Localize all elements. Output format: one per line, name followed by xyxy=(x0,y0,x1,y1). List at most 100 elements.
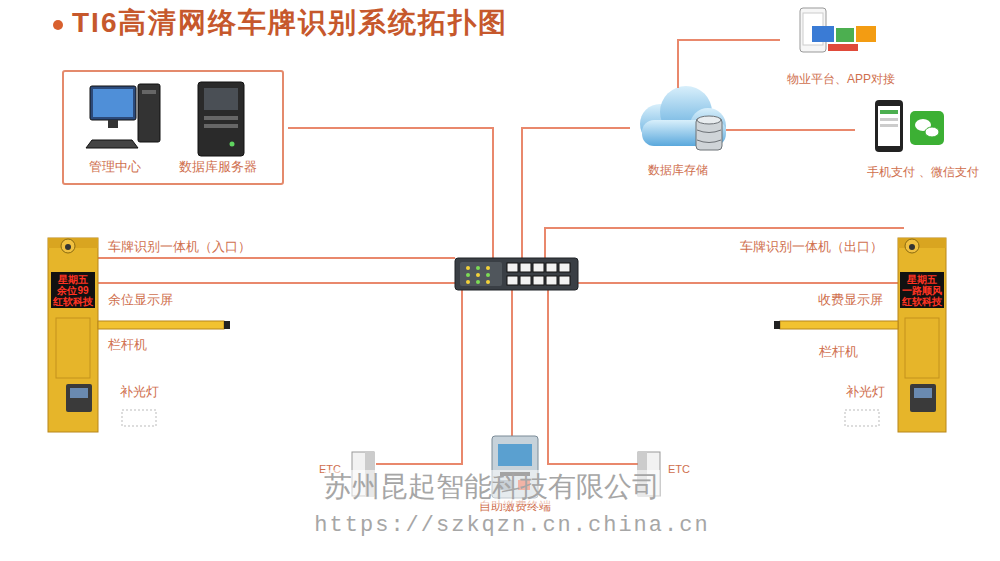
network-switch xyxy=(466,280,470,284)
network-link xyxy=(726,129,855,131)
entrance-gate xyxy=(48,238,98,432)
device-label: 栏杆机 xyxy=(108,337,147,353)
network-wire xyxy=(288,128,493,258)
management-computer xyxy=(90,86,136,120)
network-switch xyxy=(466,266,470,270)
network-wire xyxy=(98,128,904,464)
entrance-gate xyxy=(98,321,224,329)
network-link xyxy=(678,40,780,88)
led-text: 红软科技 xyxy=(53,296,93,307)
database-server xyxy=(204,124,238,128)
device-label: 收费显示屏 xyxy=(818,292,883,308)
management-computer xyxy=(108,120,118,128)
exit-gate xyxy=(905,318,939,378)
network-switch xyxy=(533,263,544,272)
entrance-gate xyxy=(48,238,230,432)
watermark-url: https://szkqzn.cn.china.cn xyxy=(314,513,709,539)
network-wire xyxy=(545,228,904,258)
network-switch xyxy=(559,263,570,272)
database-server xyxy=(204,116,238,120)
exit-gate xyxy=(910,384,936,412)
title-bullet xyxy=(53,20,63,30)
mobile-payment-phone xyxy=(875,100,903,152)
property-app-phone xyxy=(856,26,876,42)
network-switch xyxy=(520,276,531,285)
network-switch xyxy=(507,276,518,285)
entrance-gate xyxy=(61,239,75,253)
mobile-payment-phone xyxy=(880,110,898,114)
led-text: 红软科技 xyxy=(902,296,942,307)
network-switch xyxy=(507,263,570,285)
property-platform-node: 物业平台、APP对接 xyxy=(780,5,902,89)
network-wire xyxy=(98,282,455,284)
network-switch xyxy=(546,276,557,285)
network-wire xyxy=(522,128,630,258)
cloud-storage-node: 数据库存储 xyxy=(630,88,726,180)
network-switch xyxy=(507,263,518,272)
fill-light-outline xyxy=(122,410,879,426)
property-app-phone xyxy=(828,44,858,51)
property-app-phone xyxy=(836,28,854,42)
entrance-gate xyxy=(56,318,90,378)
entrance-gate xyxy=(70,388,88,398)
network-switch xyxy=(476,273,480,277)
payment-kiosk xyxy=(498,444,532,466)
led-text: 一路顺风 xyxy=(902,285,942,296)
management-computer xyxy=(138,84,160,142)
network-wire xyxy=(578,282,898,284)
network-switch xyxy=(476,280,480,284)
management-computer xyxy=(93,89,133,117)
device-label: 车牌识别一体机（出口） xyxy=(740,239,883,255)
network-wire xyxy=(511,290,513,436)
network-switch xyxy=(486,280,490,284)
database-server xyxy=(198,82,244,156)
exit-gate xyxy=(909,244,915,250)
management-computer xyxy=(86,140,138,148)
led-text: 星期五 xyxy=(58,274,88,285)
network-switch xyxy=(486,266,490,270)
database-server xyxy=(204,88,238,110)
network-switch xyxy=(455,258,578,290)
exit-gate xyxy=(774,321,780,329)
network-switch xyxy=(533,276,544,285)
mobile-payment-phone xyxy=(880,118,898,121)
exit-gate xyxy=(780,321,898,329)
network-wire xyxy=(98,257,455,259)
exit-gate xyxy=(914,388,932,398)
exit-gate xyxy=(774,238,946,432)
management-group-box: 管理中心数据库服务器 xyxy=(62,70,284,185)
led-text: 余位99 xyxy=(57,285,88,296)
device-label: 栏杆机 xyxy=(819,344,858,360)
network-wire xyxy=(376,290,462,464)
node-label: 数据库服务器 xyxy=(179,159,257,175)
cloud-storage xyxy=(640,86,726,150)
management-computer xyxy=(86,84,160,148)
entrance-gate xyxy=(51,272,95,308)
entrance-gate xyxy=(224,321,230,329)
database-server xyxy=(198,82,244,156)
network-switch xyxy=(455,258,578,290)
node-label: 手机支付 、微信支付 xyxy=(867,165,978,179)
network-switch xyxy=(546,263,557,272)
mobile-payment-phone xyxy=(925,127,939,137)
exit-gate xyxy=(900,272,944,308)
mobile-payment-phone xyxy=(880,124,898,127)
node-label: 物业平台、APP对接 xyxy=(787,72,895,86)
property-app-phone xyxy=(812,26,834,42)
cloud-storage xyxy=(697,130,721,143)
fill-light-outline xyxy=(845,410,879,426)
device-label: ETC xyxy=(668,463,690,476)
fill-light-outline xyxy=(122,410,156,426)
mobile-payment-phone xyxy=(910,111,944,145)
cloud-storage xyxy=(697,116,721,124)
device-label: 余位显示屏 xyxy=(108,292,173,308)
entrance-gate xyxy=(66,384,92,412)
network-switch xyxy=(476,266,480,270)
management-computer xyxy=(142,90,156,94)
device-label: 补光灯 xyxy=(846,384,885,400)
watermark: 苏州昆起智能科技有限公司 xyxy=(324,470,660,504)
led-text: 星期五 xyxy=(907,274,937,285)
mobile-payment-node: 手机支付 、微信支付 xyxy=(855,98,991,182)
database-server xyxy=(230,142,235,147)
